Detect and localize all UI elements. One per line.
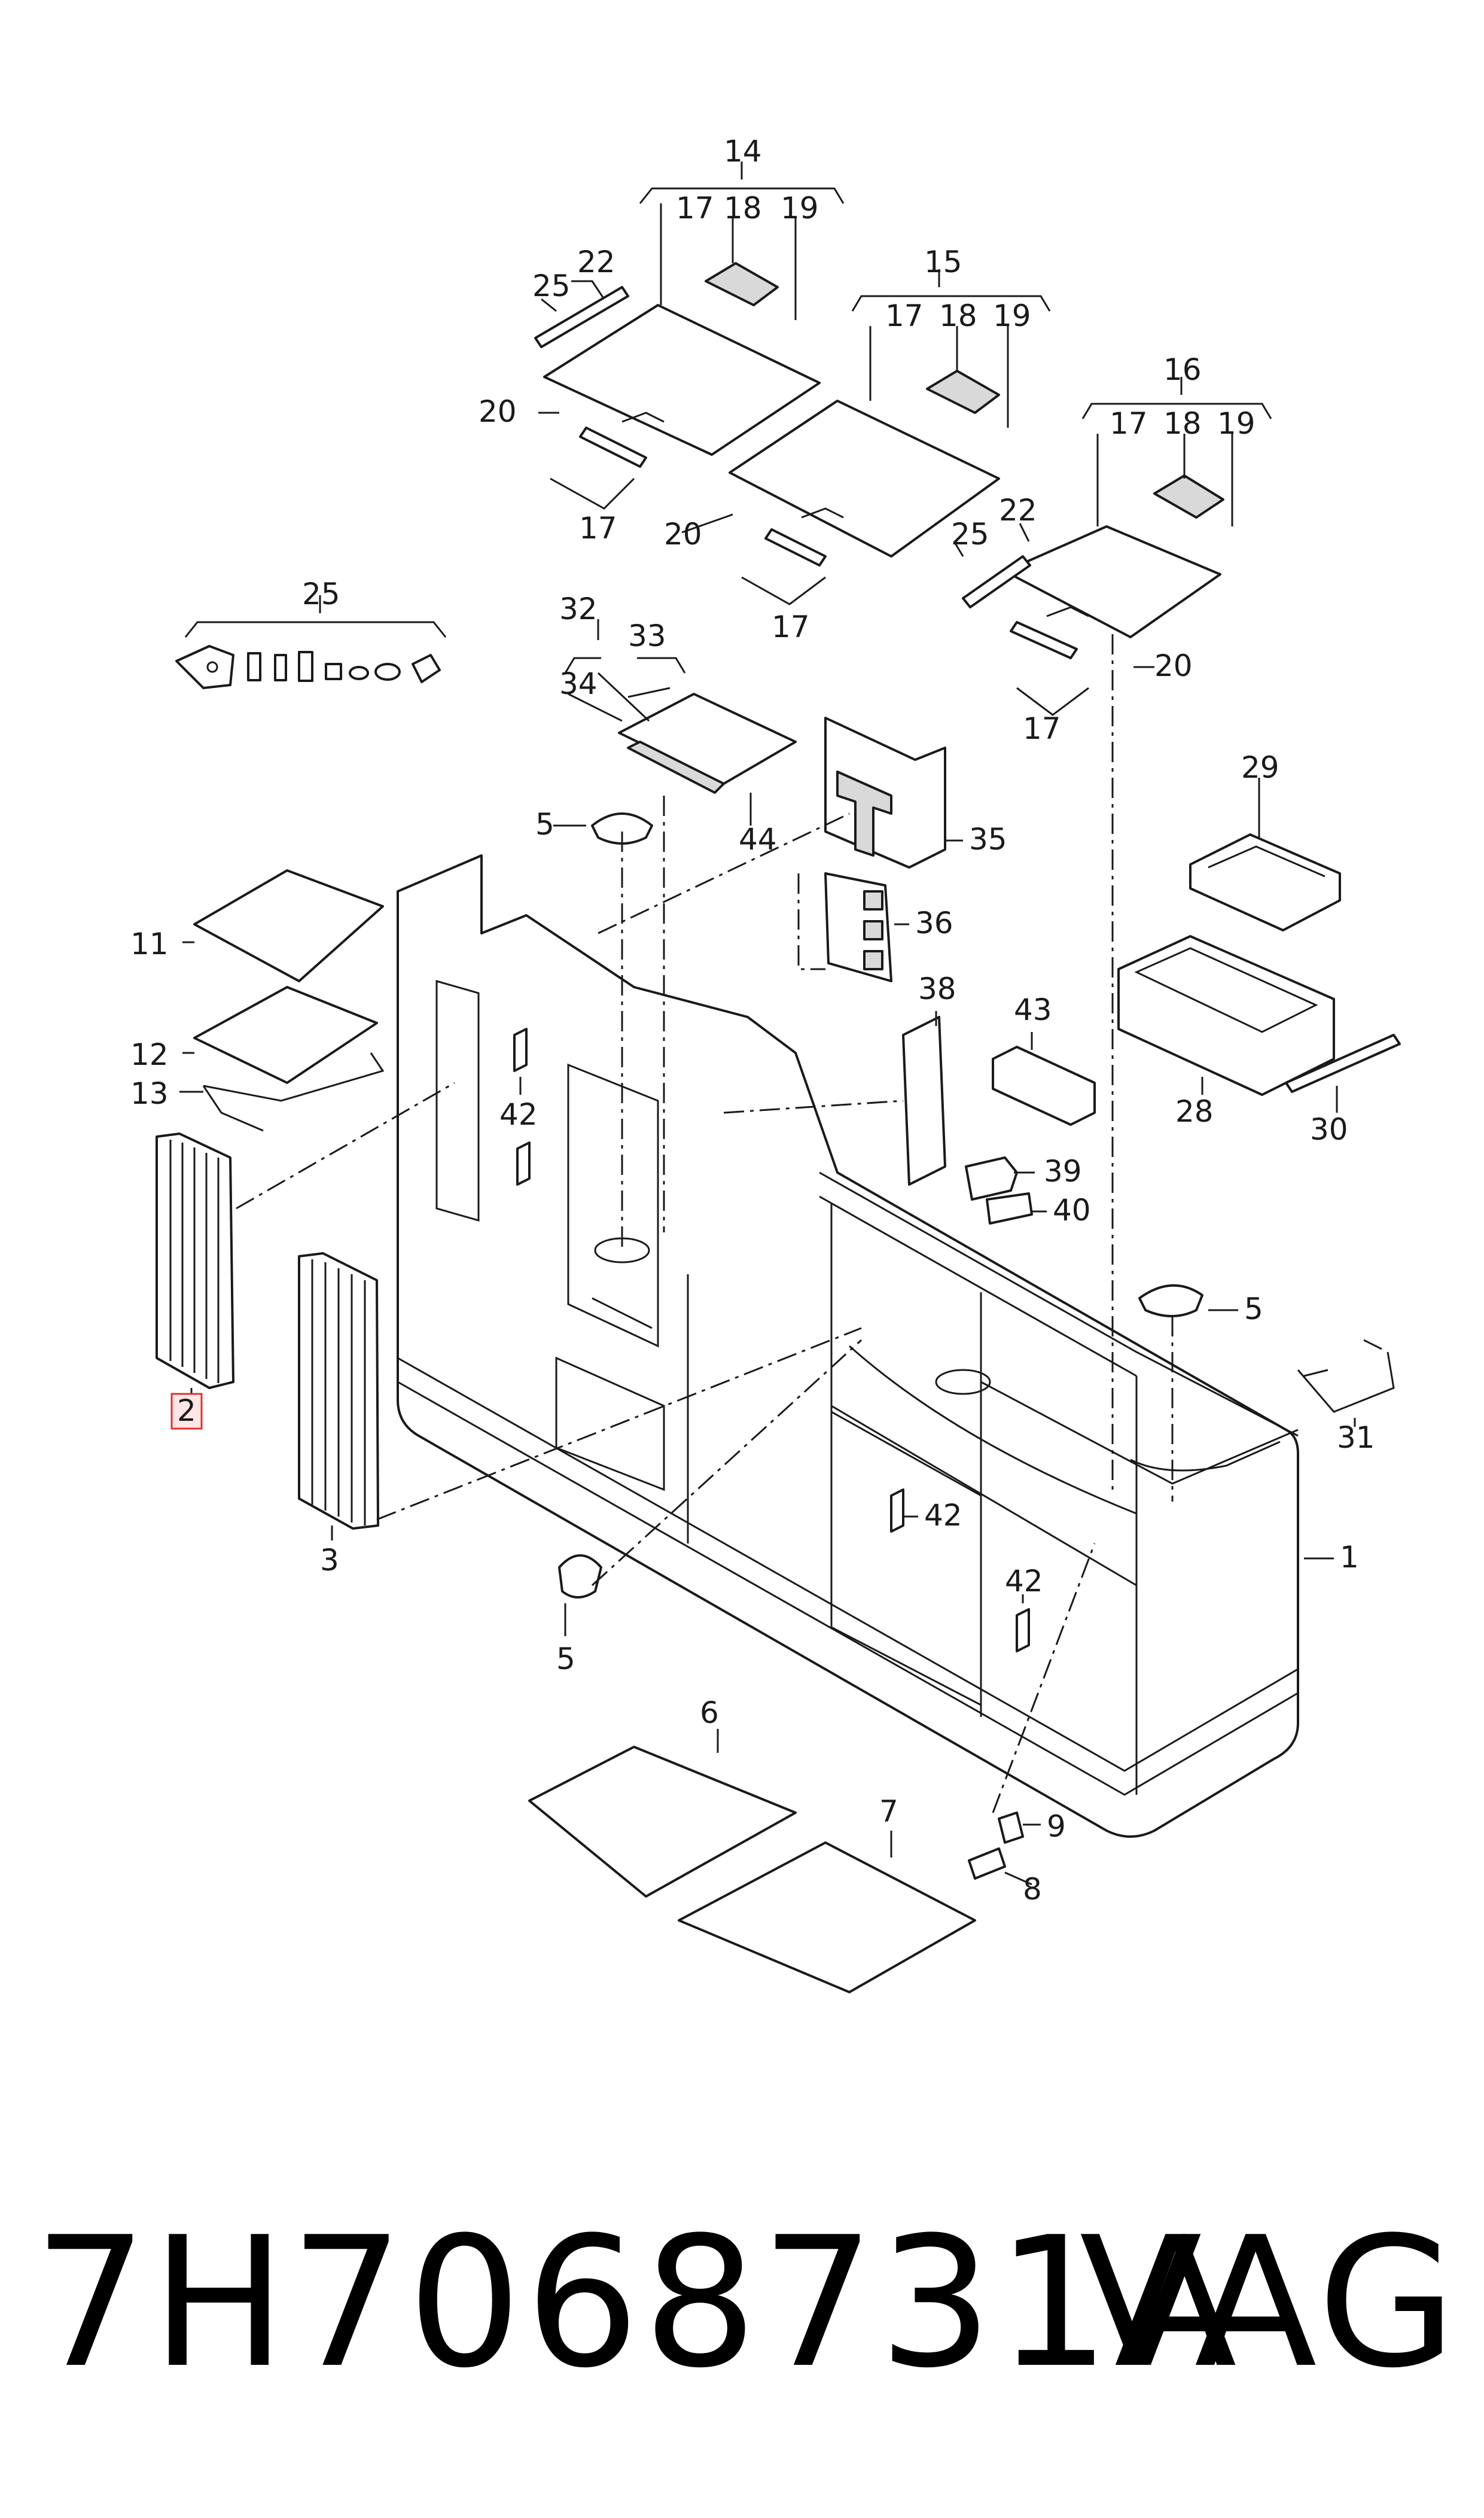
callout-25-b[interactable]: 25 (951, 517, 989, 552)
panel-35 (824, 717, 946, 869)
callout-18-b[interactable]: 18 (939, 299, 977, 333)
floor-panel-6 (528, 1746, 797, 1898)
callout-42-a[interactable]: 42 (499, 1097, 538, 1132)
panels-11-12-13 (193, 869, 385, 1132)
brand-label: VAG (1079, 2199, 1460, 2407)
callout-13[interactable]: 13 (130, 1076, 169, 1111)
callout-19-b[interactable]: 19 (993, 299, 1031, 333)
callout-20-b[interactable]: 20 (664, 517, 702, 552)
callout-16[interactable]: 16 (1163, 352, 1202, 387)
callout-5-bottom[interactable]: 5 (556, 1642, 575, 1676)
part-number: 7H7068731A (33, 2199, 1241, 2407)
callout-11[interactable]: 11 (130, 927, 169, 961)
callout-30[interactable]: 30 (1310, 1112, 1348, 1147)
bracket-31 (1297, 1339, 1395, 1413)
callout-17-a[interactable]: 17 (676, 191, 714, 226)
callout-20-a[interactable]: 20 (479, 394, 517, 429)
callout-32[interactable]: 32 (559, 592, 598, 626)
callout-39[interactable]: 39 (1044, 1154, 1082, 1189)
hinge-parts-18 (705, 262, 1224, 519)
floor-panel-7 (678, 1841, 976, 1993)
callout-14[interactable]: 14 (724, 134, 762, 169)
callout-17-d[interactable]: 17 (579, 511, 617, 546)
lid-14 (543, 304, 821, 456)
callout-5-right[interactable]: 5 (1244, 1292, 1263, 1326)
compartment-32 (618, 693, 797, 794)
parts-diagram: 1 2 3 5 5 5 6 7 8 9 11 12 13 14 15 16 17… (130, 134, 1401, 1993)
callout-36[interactable]: 36 (915, 906, 953, 940)
callout-25-c[interactable]: 25 (302, 577, 340, 611)
callout-5-top[interactable]: 5 (535, 807, 554, 842)
callout-labels: 1 2 3 5 5 5 6 7 8 9 11 12 13 14 15 16 17… (130, 134, 1375, 1907)
callout-7[interactable]: 7 (879, 1794, 898, 1829)
parts-8-9 (968, 1811, 1024, 1880)
callout-43[interactable]: 43 (1014, 992, 1052, 1027)
callout-17-b[interactable]: 17 (885, 299, 924, 333)
callout-18-a[interactable]: 18 (724, 191, 762, 226)
part-3-roller-shutter (298, 1252, 379, 1530)
part-2-roller-shutter[interactable] (156, 1132, 234, 1389)
gas-struts-22 (534, 286, 1078, 659)
callout-44[interactable]: 44 (739, 822, 777, 857)
callout-17-e[interactable]: 17 (772, 610, 810, 644)
callout-22-b[interactable]: 22 (999, 493, 1037, 528)
callout-31[interactable]: 31 (1337, 1420, 1375, 1455)
callout-2[interactable]: 2 (177, 1393, 196, 1428)
callout-6[interactable]: 6 (700, 1695, 719, 1730)
clips-39-40 (965, 1156, 1033, 1225)
callout-18-c[interactable]: 18 (1163, 406, 1202, 441)
callout-42-b[interactable]: 42 (924, 1498, 962, 1533)
callout-40[interactable]: 40 (1053, 1193, 1091, 1228)
callout-8[interactable]: 8 (1023, 1872, 1042, 1907)
callout-38[interactable]: 38 (918, 972, 956, 1006)
caps-5 (558, 812, 1203, 1599)
callout-33[interactable]: 33 (628, 619, 666, 653)
rail-30 (1285, 1034, 1401, 1093)
panel-36 (824, 872, 892, 982)
tray-29 (1189, 833, 1341, 931)
callout-19-c[interactable]: 19 (1217, 406, 1256, 441)
lid-16 (1004, 525, 1221, 638)
highlight-box (170, 1393, 203, 1430)
drawer-28 (1117, 935, 1335, 1096)
callout-25-a[interactable]: 25 (532, 269, 571, 303)
callout-3[interactable]: 3 (320, 1543, 339, 1578)
hooks-42 (513, 1028, 1030, 1652)
callout-42-c[interactable]: 42 (1005, 1564, 1043, 1599)
callout-20-c[interactable]: 20 (1154, 648, 1193, 683)
fixing-kit-25 (175, 645, 441, 689)
bar-43 (992, 1046, 1096, 1126)
callout-35[interactable]: 35 (969, 822, 1007, 857)
lid-15 (729, 400, 1000, 558)
assembly-lines (236, 634, 1174, 1813)
callout-29[interactable]: 29 (1241, 750, 1279, 785)
callout-34[interactable]: 34 (559, 666, 598, 701)
mirror-38 (902, 1016, 946, 1186)
callout-22-a[interactable]: 22 (577, 245, 615, 279)
callout-28[interactable]: 28 (1175, 1094, 1214, 1129)
callout-19-a[interactable]: 19 (781, 191, 819, 226)
callout-9[interactable]: 9 (1047, 1809, 1066, 1844)
callout-17-f[interactable]: 17 (1023, 711, 1061, 746)
callout-1[interactable]: 1 (1340, 1540, 1359, 1575)
callout-15[interactable]: 15 (924, 245, 962, 279)
callout-17-c[interactable]: 17 (1110, 406, 1148, 441)
group-brackets (184, 162, 1272, 674)
leader-lines (179, 203, 1356, 1886)
callout-12[interactable]: 12 (130, 1037, 169, 1072)
